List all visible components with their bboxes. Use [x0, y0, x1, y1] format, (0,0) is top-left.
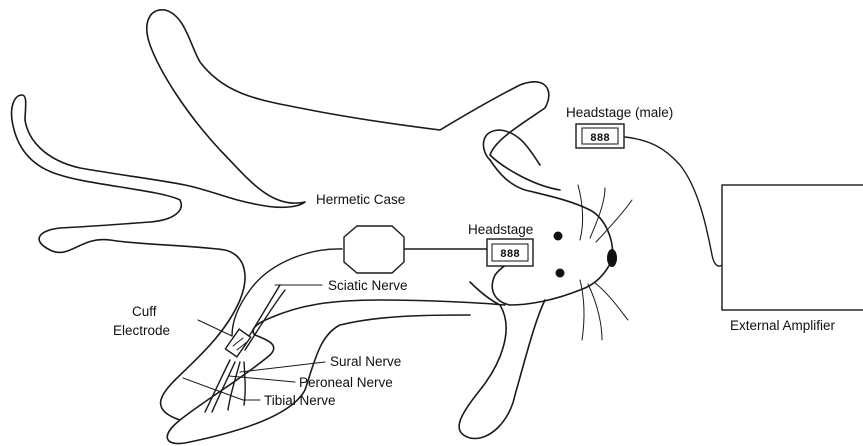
- tibial-nerve-label: Tibial Nerve: [264, 393, 336, 408]
- rat-nose: [607, 249, 617, 267]
- headstage-pins: 888: [500, 249, 520, 261]
- sciatic-nerve-line: [245, 290, 285, 350]
- amplifier-cable: [625, 137, 722, 266]
- rat-ear: [483, 130, 540, 165]
- case-to-leg-wire: [232, 249, 342, 336]
- headstage-label: Headstage: [468, 222, 533, 237]
- rat-eye-upper: [554, 232, 563, 241]
- sural-nerve-label: Sural Nerve: [330, 354, 401, 369]
- rat-eye-lower: [556, 269, 565, 278]
- cuff-label: Cuff: [132, 304, 157, 319]
- headstage-male-label: Headstage (male): [566, 105, 673, 120]
- external-amplifier-label: External Amplifier: [730, 318, 836, 333]
- hermetic-case-label: Hermetic Case: [316, 192, 405, 207]
- headstage-male-pins: 888: [590, 133, 610, 145]
- external-amplifier-box: [722, 185, 863, 310]
- sciatic-nerve-label: Sciatic Nerve: [328, 278, 408, 293]
- peroneal-nerve-label: Peroneal Nerve: [299, 375, 393, 390]
- electrode-label: Electrode: [113, 323, 170, 338]
- cuff-electrode: [225, 329, 250, 357]
- hermetic-case: [344, 226, 404, 273]
